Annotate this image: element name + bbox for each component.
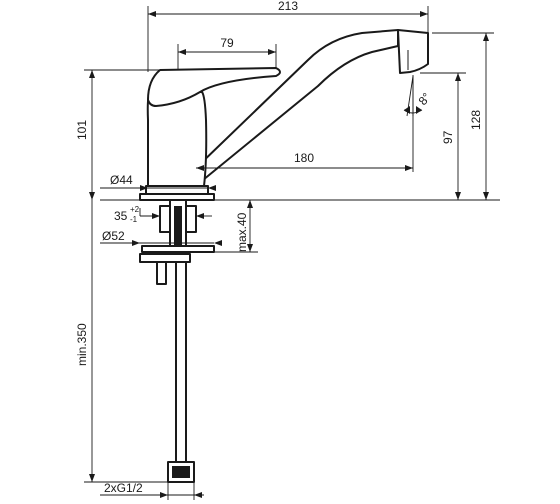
dim-body-height: 101: [75, 120, 89, 140]
spout-arm: [195, 29, 399, 181]
dim-base-diameter: Ø44: [110, 173, 133, 187]
dim-overall-width: 213: [278, 0, 298, 13]
stud-left: [159, 205, 171, 233]
dim-max-deck: max.40: [235, 212, 249, 252]
faucet-body: [146, 91, 208, 187]
fixing-washer: [141, 245, 215, 253]
dim-spout-reach: 180: [294, 151, 314, 165]
hose-main: [175, 261, 187, 463]
stud-right: [185, 205, 197, 233]
dim-hose-length: min.350: [75, 323, 89, 366]
spout-outlet: [397, 29, 429, 74]
dim-total-height: 128: [469, 110, 483, 130]
base-ring: [145, 185, 209, 195]
dim-connection: 2xG1/2: [104, 481, 143, 495]
hose-fitting-thread: [172, 466, 190, 478]
dim-outlet-height: 97: [441, 130, 455, 144]
fixing-nut: [139, 253, 191, 263]
dim-mount-hole: 35: [114, 209, 128, 223]
dim-lever-length: 79: [220, 36, 234, 50]
stud-thread: [174, 206, 182, 246]
dim-spout-angle: 8°: [416, 90, 434, 108]
dim-mount-tol-minus: -1: [130, 215, 138, 224]
hose-left: [156, 261, 167, 285]
dim-mount-tol-plus: +2: [130, 205, 140, 214]
dim-plate-diameter: Ø52: [102, 229, 125, 243]
lever-handle: [147, 67, 281, 107]
